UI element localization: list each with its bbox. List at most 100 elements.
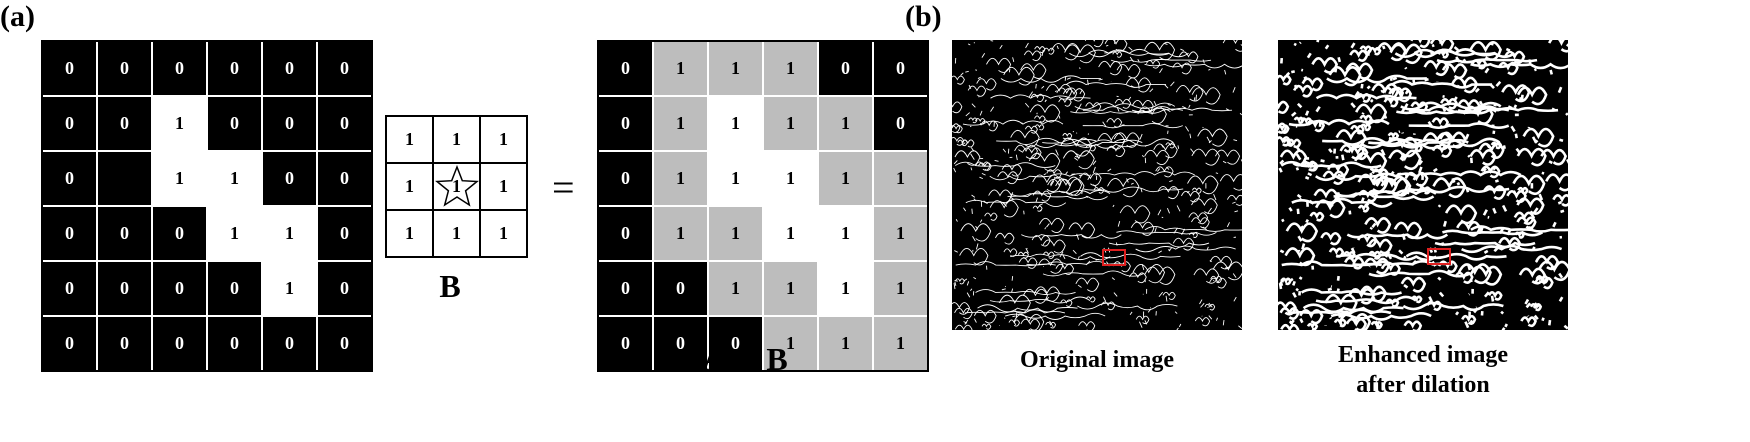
matrix-a-cell: 0 [318,97,371,150]
result-cell: 1 [764,207,817,260]
matrix-a-cell: 0 [263,317,316,370]
matrix-a-cell: 0 [43,317,96,370]
result-cell: 0 [599,207,652,260]
result-caption-a: A [702,341,724,377]
result-cell: 1 [709,262,762,315]
matrix-a-cell: 0 [98,207,151,260]
matrix-a-cell: 1 [208,207,261,260]
highlight-box [1102,249,1126,266]
matrix-a-cell: 0 [318,42,371,95]
matrix-a-cell: 0 [318,207,371,260]
matrix-a-cell: 0 [318,262,371,315]
matrix-a-cell: 0 [153,262,206,315]
matrix-a-cell: 0 [318,317,371,370]
matrix-a-cell: 0 [263,152,316,205]
result-cell: 1 [874,207,927,260]
result-cell: 1 [654,207,707,260]
matrix-a-cell: 0 [208,97,261,150]
origin-star-icon [435,165,479,207]
result-cell: 1 [874,152,927,205]
result-cell: 1 [764,152,817,205]
matrix-a-cell: 0 [43,152,96,205]
result-cell: 1 [819,97,872,150]
matrix-a-cell: 0 [98,97,151,150]
highlight-box [1427,248,1451,265]
matrix-a-cell: 0 [98,317,151,370]
result-cell: 1 [709,97,762,150]
enhanced-caption-line1: Enhanced image [1337,342,1508,368]
result-cell: 1 [764,317,817,370]
result-cell: 1 [709,207,762,260]
matrix-a-cell [98,152,151,205]
kernel-cell: 1 [386,163,433,210]
kernel-cell: 1 [480,210,527,257]
matrix-a-cell: 1 [153,97,206,150]
matrix-a-cell: 0 [153,207,206,260]
result-cell: 0 [599,317,652,370]
matrix-a-cell: 1 [263,207,316,260]
matrix-a-cell: 0 [153,42,206,95]
matrix-a-cell: 0 [43,97,96,150]
matrix-a-cell: 0 [43,262,96,315]
result-cell: 1 [764,97,817,150]
result-caption: A ⊕ B [690,340,800,378]
kernel-cell: 1 [480,163,527,210]
result-cell: 1 [874,317,927,370]
result-cell: 1 [654,152,707,205]
result-cell: 0 [874,42,927,95]
matrix-a-cell: 0 [43,207,96,260]
result-caption-op: ⊕ [731,341,759,377]
result-cell: 0 [709,317,762,370]
result-cell: 0 [599,97,652,150]
enhanced-caption-line2: after dilation [1356,372,1490,398]
dilation-operator: ⊕ [345,168,374,205]
result-cell: 1 [654,97,707,150]
result-cell: 1 [764,42,817,95]
equals-sign: = [552,165,575,210]
kernel-cell: 1 [433,163,480,210]
matrix-a-cell: 0 [208,42,261,95]
matrix-a-cell: 1 [263,262,316,315]
original-image-caption: Original image [1020,347,1174,373]
result-cell: 0 [599,152,652,205]
panel-a-label: (a) [0,0,35,33]
result-cell: 0 [874,97,927,150]
kernel-b-caption: B [439,268,461,304]
result-cell: 1 [819,262,872,315]
original-image [952,40,1242,330]
result-cell: 1 [709,42,762,95]
kernel-cell: 1 [386,116,433,163]
result-cell: 0 [599,42,652,95]
matrix-a-cell: 0 [153,317,206,370]
enhanced-image [1278,40,1568,330]
matrix-a-caption: A [178,340,202,376]
result-cell: 1 [819,207,872,260]
matrix-a-cell: 0 [263,42,316,95]
matrix-a-cell: 0 [208,317,261,370]
result-cell: 0 [654,317,707,370]
matrix-a-cell: 0 [98,42,151,95]
kernel-cell: 1 [433,210,480,257]
matrix-a-cell: 0 [318,152,371,205]
enhanced-image-caption: Enhanced image after dilation [1258,340,1588,400]
result-caption-b: B [766,341,788,377]
kernel-cell: 1 [433,116,480,163]
kernel-cell: 1 [386,210,433,257]
matrix-a-cell: 0 [263,97,316,150]
result-cell: 1 [874,262,927,315]
matrix-a-cell: 1 [208,152,261,205]
result-cell: 0 [819,42,872,95]
result-cell: 1 [764,262,817,315]
result-cell: 1 [819,152,872,205]
matrix-a-cell: 0 [208,262,261,315]
matrix-a-cell: 1 [153,152,206,205]
result-cell: 0 [599,262,652,315]
panel-b-label: (b) [905,0,942,33]
result-cell: 1 [654,42,707,95]
matrix-a-cell: 0 [98,262,151,315]
kernel-cell: 1 [480,116,527,163]
result-cell: 0 [654,262,707,315]
